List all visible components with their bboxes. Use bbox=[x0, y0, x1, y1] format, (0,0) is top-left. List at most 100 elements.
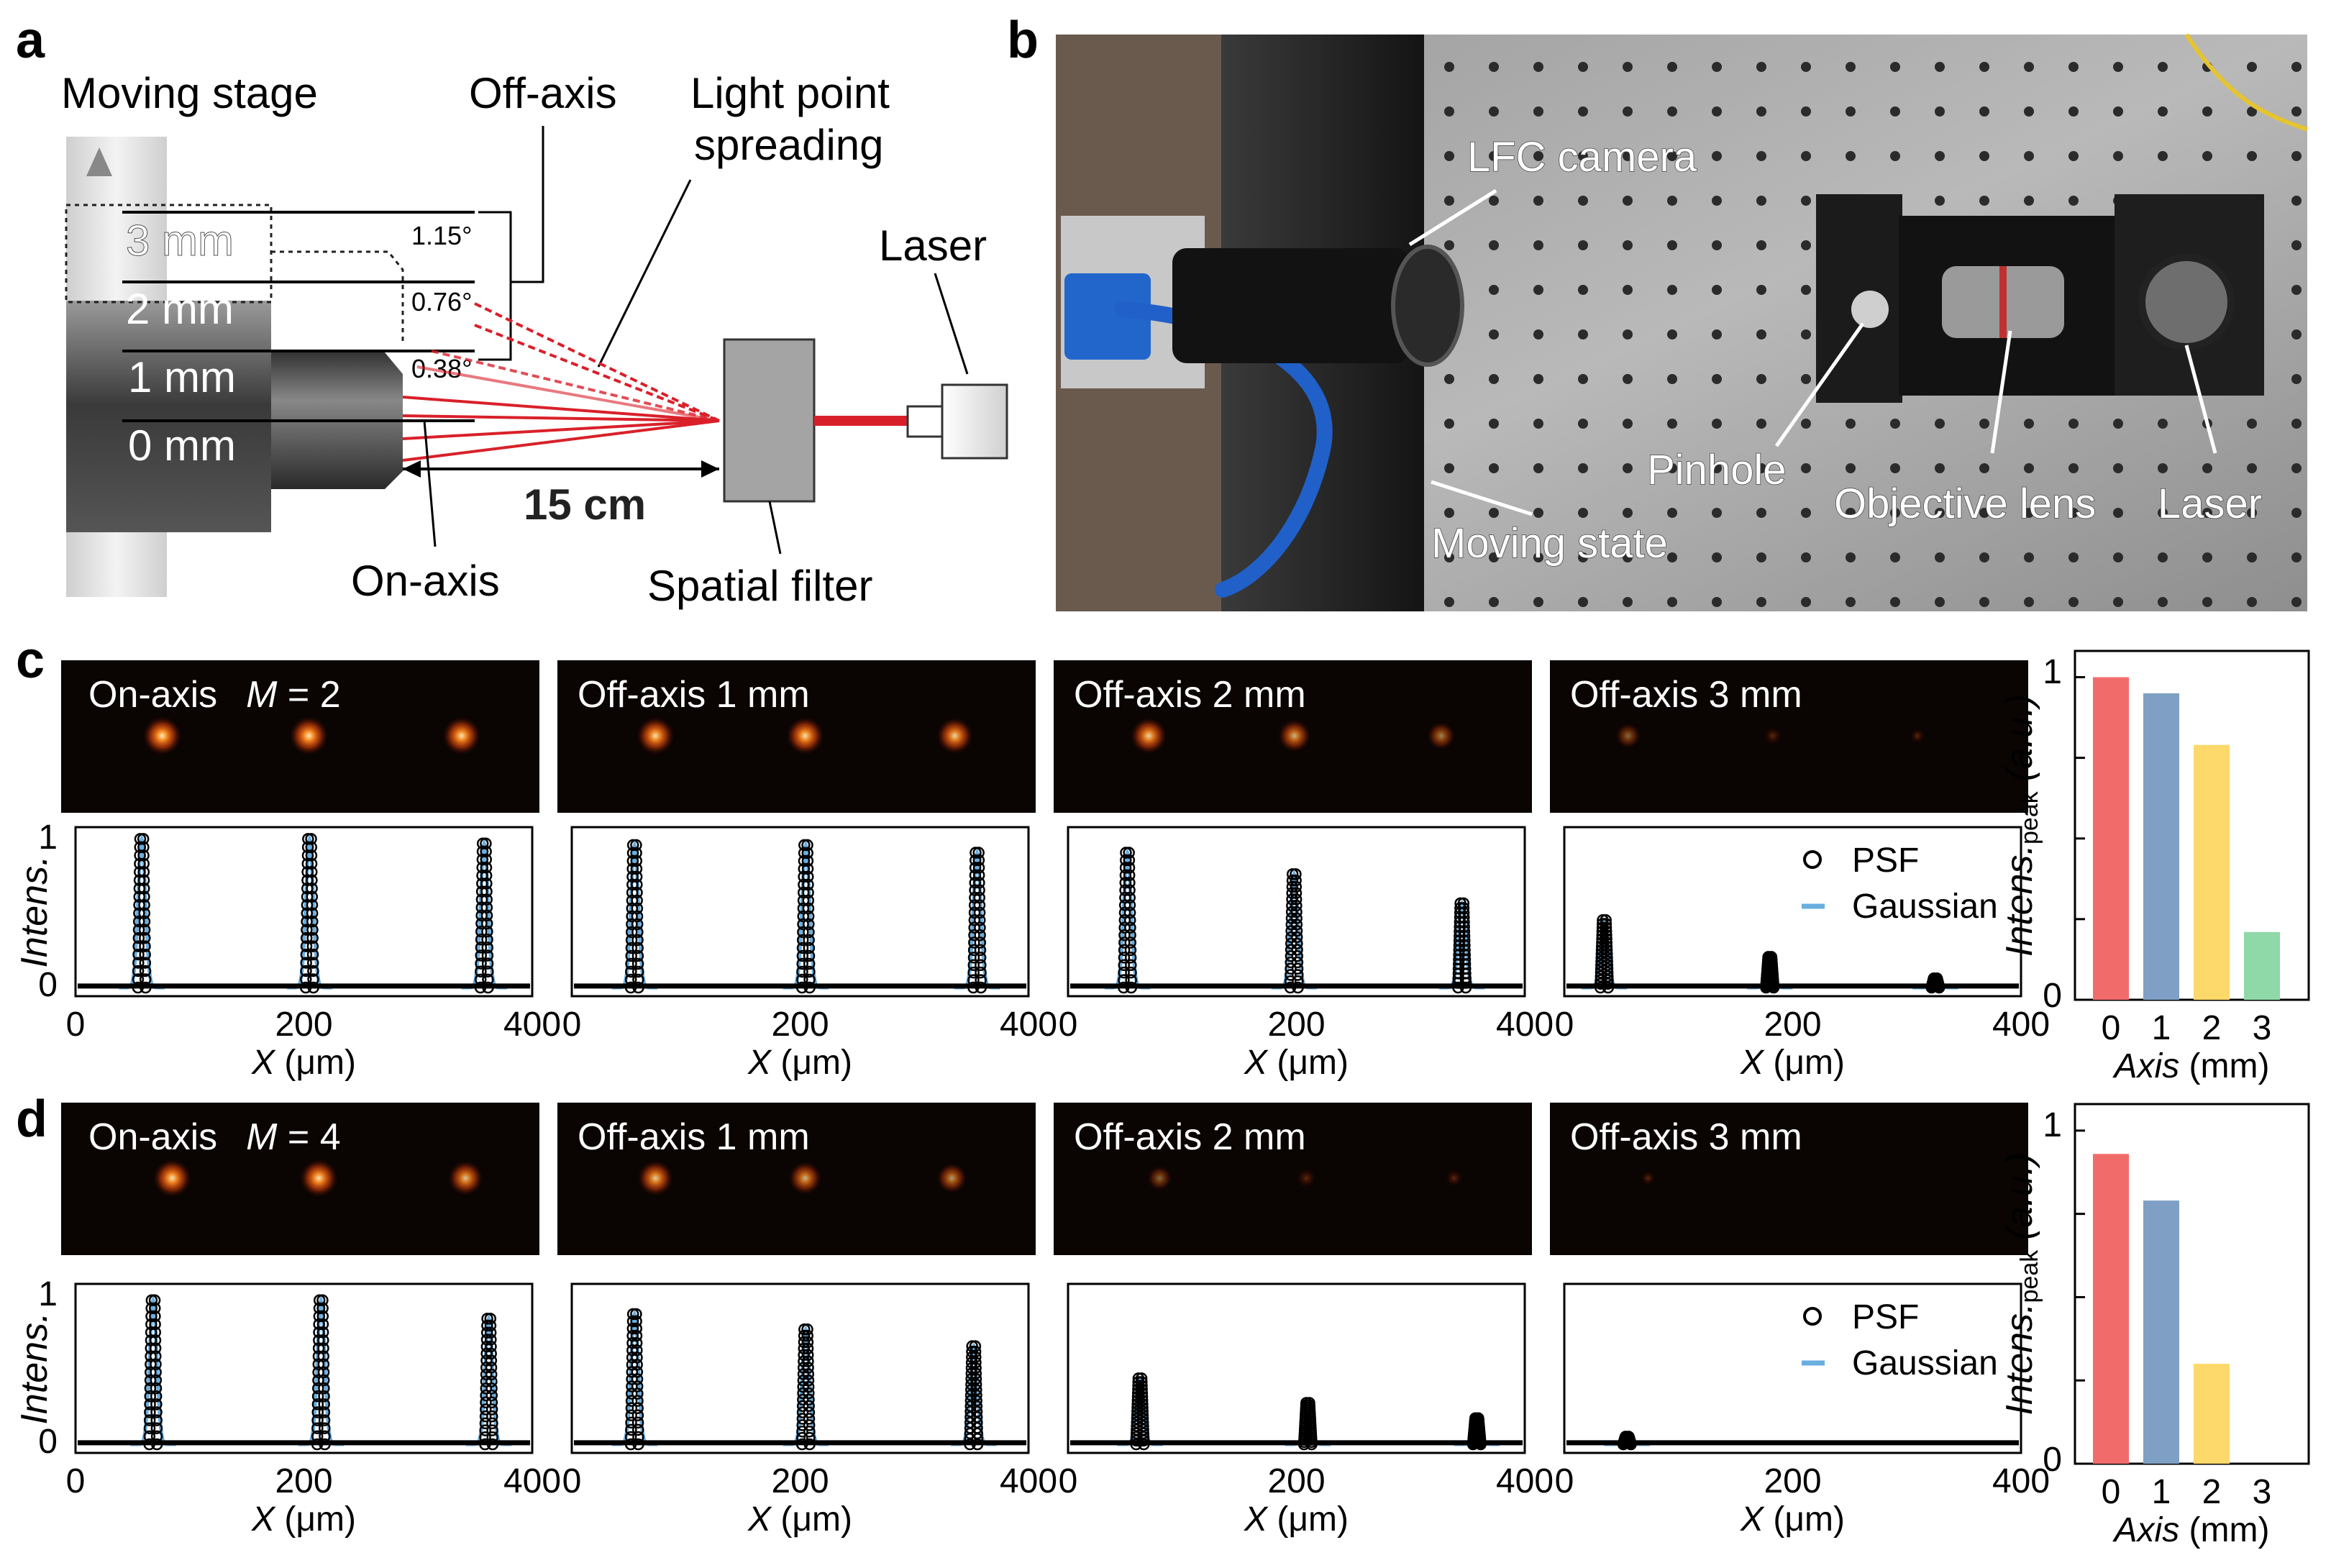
psf-point bbox=[798, 1342, 811, 1355]
light-spot bbox=[1295, 1167, 1318, 1189]
psf-point bbox=[631, 1409, 644, 1422]
psf-point bbox=[318, 1382, 330, 1395]
psf-point bbox=[626, 1322, 639, 1335]
psf-point bbox=[480, 1396, 492, 1409]
psf-point bbox=[974, 944, 987, 957]
bar-axis-2 bbox=[2194, 744, 2230, 1000]
psf-point bbox=[631, 957, 644, 970]
psf-point bbox=[481, 957, 494, 970]
psf-point bbox=[132, 965, 145, 977]
psf-point bbox=[632, 965, 644, 978]
psf-point bbox=[798, 1329, 811, 1342]
x-axis-label: X (μm) bbox=[747, 1500, 852, 1539]
off-axis-bracket bbox=[478, 126, 544, 361]
yellow-fiber bbox=[2184, 33, 2308, 132]
psf-point bbox=[319, 1422, 331, 1435]
psf-point bbox=[474, 981, 487, 994]
psf-point bbox=[1291, 949, 1303, 962]
psf-point bbox=[1137, 1427, 1150, 1439]
y-tick-label: 1 bbox=[38, 819, 58, 857]
psf-point bbox=[139, 973, 152, 985]
psf-point bbox=[803, 965, 816, 978]
psf-point bbox=[143, 1430, 156, 1443]
x-tick-label: 400 bbox=[503, 1462, 561, 1500]
psf-point bbox=[1285, 944, 1297, 956]
psf-point bbox=[803, 1426, 816, 1438]
x-axis-unit: (μm) bbox=[1267, 1500, 1349, 1539]
psf-point bbox=[1595, 959, 1607, 972]
distance-arrow-left bbox=[403, 460, 421, 478]
psf-point bbox=[132, 915, 145, 928]
lfc-camera-body bbox=[1172, 248, 1410, 363]
psf-point bbox=[624, 973, 637, 986]
x-axis-var: X bbox=[747, 1500, 772, 1539]
psf-point bbox=[301, 907, 313, 919]
psf-point bbox=[974, 929, 986, 942]
psf-point bbox=[484, 1319, 497, 1332]
psf-point bbox=[479, 1438, 491, 1451]
distance-label: 15 cm bbox=[524, 480, 646, 529]
x-axis-label: X (μm) bbox=[1740, 1044, 1845, 1082]
psf-point bbox=[631, 1416, 644, 1429]
psf-point bbox=[479, 1431, 491, 1444]
bar-y-label-main: Intens. bbox=[1999, 1303, 2040, 1416]
psf-point bbox=[1765, 951, 1778, 963]
y-tick-label: 0 bbox=[38, 966, 58, 1004]
x-tick-label: 0 bbox=[1555, 1462, 1574, 1500]
psf-point bbox=[482, 965, 494, 978]
psf-point bbox=[318, 1414, 331, 1426]
psf-point bbox=[475, 957, 487, 970]
psf-point bbox=[631, 949, 644, 962]
x-tick-label: 200 bbox=[771, 1462, 829, 1500]
stage-ghost-position bbox=[65, 204, 273, 304]
pinhole-knob bbox=[1851, 291, 1889, 328]
x-tick-label: 0 bbox=[562, 1006, 582, 1044]
legend-psf-marker bbox=[1803, 1307, 1822, 1326]
legend-gaussian-label: Gaussian bbox=[1852, 1344, 1998, 1382]
spatial-filter-box bbox=[723, 338, 816, 503]
psf-point bbox=[1131, 1420, 1143, 1432]
psf-point bbox=[137, 833, 150, 845]
psf-point bbox=[306, 915, 319, 928]
psf-point bbox=[632, 1431, 644, 1444]
psf-point bbox=[143, 1422, 156, 1435]
psf-point bbox=[485, 1403, 498, 1416]
psf-point bbox=[1290, 874, 1302, 887]
psf-point bbox=[475, 925, 488, 938]
bar-y-tick-label: 0 bbox=[2043, 977, 2062, 1015]
psf-point bbox=[317, 1374, 330, 1387]
psf-point bbox=[1124, 944, 1137, 957]
laser-label-b: Laser bbox=[2158, 480, 2262, 527]
psf-point bbox=[626, 910, 638, 923]
psf-point bbox=[1286, 880, 1299, 893]
psf-point bbox=[1118, 944, 1131, 957]
psf-point bbox=[1131, 1427, 1143, 1439]
x-tick-label: 400 bbox=[1992, 1006, 2050, 1044]
bar-category-label: 0 bbox=[2102, 1473, 2121, 1511]
image-title: Off-axis 1 mm bbox=[578, 1116, 810, 1158]
psf-point bbox=[1120, 854, 1132, 867]
legend-psf-marker bbox=[1803, 850, 1822, 869]
panel-b: b LFC camera Pinhole Objective lens Lase… bbox=[1007, 12, 2308, 611]
psf-point bbox=[312, 1374, 324, 1387]
camera-body bbox=[66, 301, 271, 532]
psf-point bbox=[969, 1340, 982, 1352]
bar-x-axis-var: Axis bbox=[2112, 1511, 2180, 1549]
stage-arrow-head bbox=[86, 147, 112, 176]
psf-point bbox=[479, 1417, 492, 1430]
light-spot bbox=[936, 717, 974, 755]
psf-point bbox=[795, 1438, 808, 1451]
psf-point bbox=[803, 1413, 816, 1425]
psf-point bbox=[625, 965, 637, 978]
bar-x-axis-var: Axis bbox=[2112, 1047, 2180, 1085]
panel-letter-b: b bbox=[1007, 12, 1039, 69]
psf-point bbox=[624, 1431, 637, 1444]
psf-point bbox=[1136, 1380, 1148, 1392]
psf-point bbox=[475, 942, 488, 954]
y-axis-label: Intens. bbox=[14, 855, 55, 967]
psf-point bbox=[300, 965, 312, 977]
